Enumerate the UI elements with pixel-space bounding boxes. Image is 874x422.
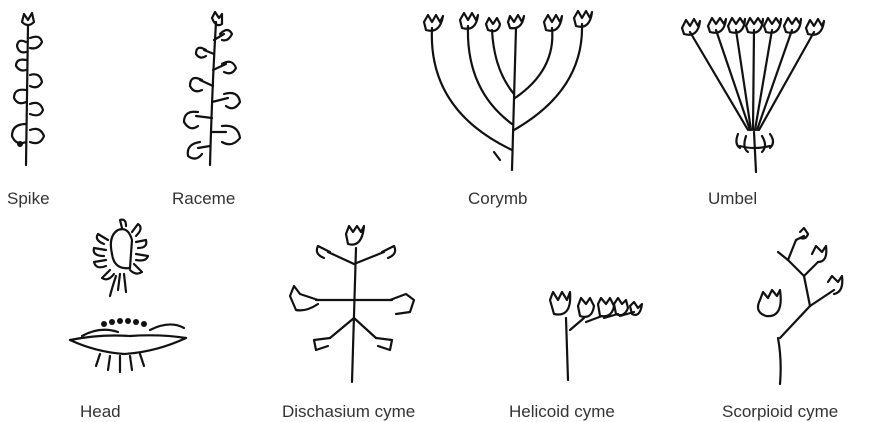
helicoid-cyme-icon [550,292,642,380]
scorpioid-cyme-icon [758,228,842,384]
spike-label: Spike [7,189,50,209]
umbel-inflorescence-icon [682,18,824,172]
spike-inflorescence-icon [12,13,44,165]
dischasium-cyme-label: Dischasium cyme [282,402,415,422]
head-label: Head [80,402,121,422]
helicoid-cyme-label: Helicoid cyme [509,402,615,422]
umbel-label: Umbel [708,189,757,209]
dischasium-cyme-icon [290,226,414,382]
scorpioid-cyme-label: Scorpioid cyme [722,402,838,422]
corymb-label: Corymb [468,189,528,209]
corymb-inflorescence-icon [424,11,592,170]
raceme-label: Raceme [172,189,235,209]
raceme-inflorescence-icon [184,12,240,165]
head-inflorescence-icon [70,220,186,372]
